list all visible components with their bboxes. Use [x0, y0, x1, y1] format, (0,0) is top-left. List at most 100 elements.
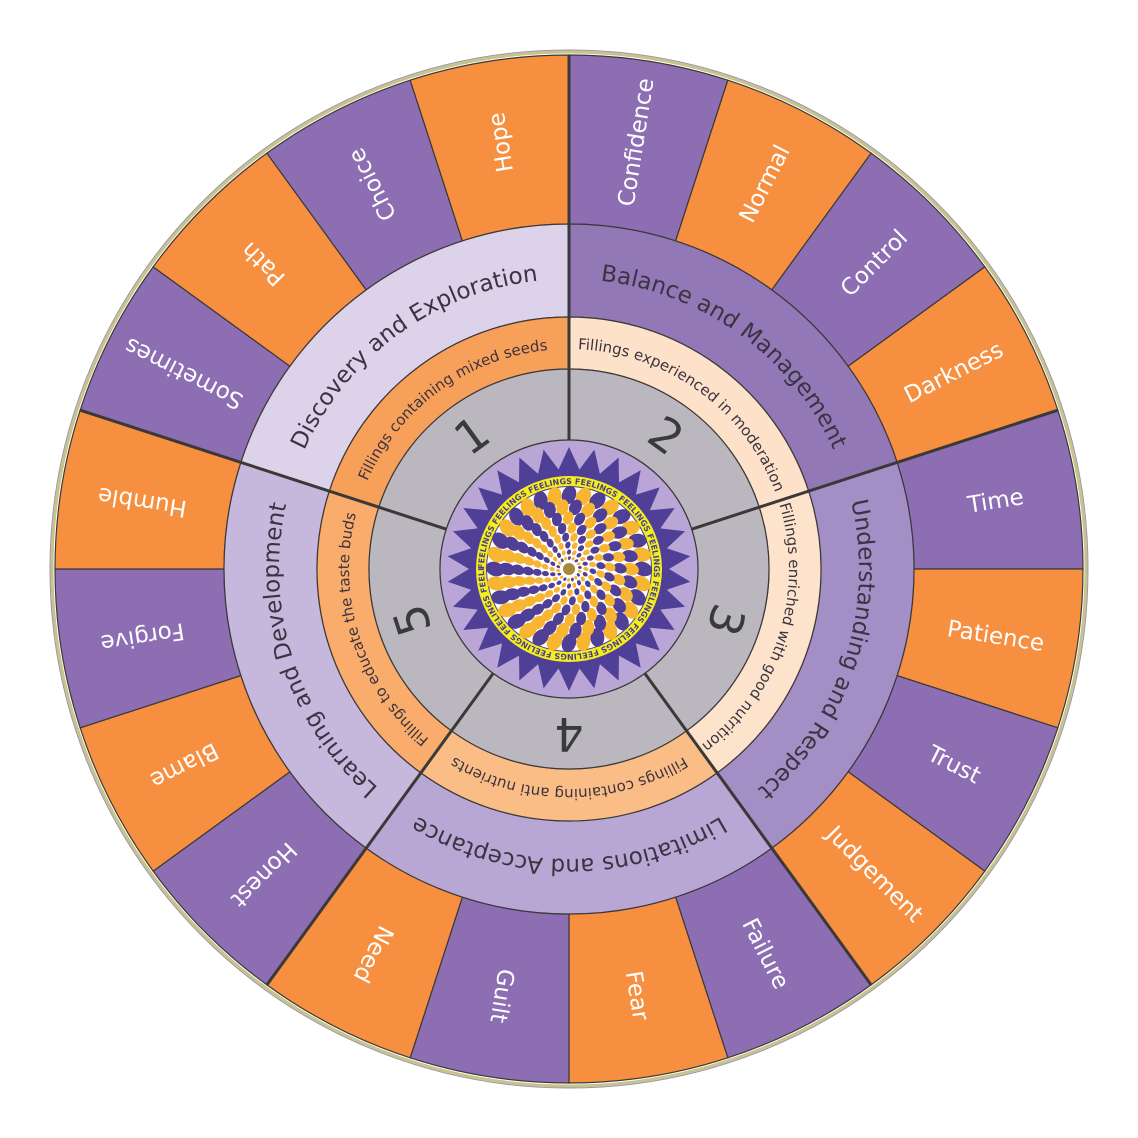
illusion-dot	[633, 561, 653, 577]
illusion-dot	[556, 569, 560, 572]
illusion-dot	[543, 557, 550, 564]
illusion-dot	[574, 512, 586, 526]
illusion-dot	[574, 588, 580, 596]
illusion-dot	[574, 559, 579, 563]
illusion-dot	[524, 576, 536, 585]
outer-border-line	[49, 49, 1089, 1089]
illusion-dot	[544, 590, 554, 598]
illusion-dot	[516, 586, 531, 597]
illusion-dot	[609, 584, 622, 597]
illusion-dot	[552, 612, 564, 626]
illusion-dot	[601, 581, 612, 592]
illusion-dot	[576, 573, 580, 577]
illusion-dot	[548, 582, 556, 589]
illusion-dot	[547, 550, 554, 558]
illusion-dot	[589, 561, 597, 568]
illusion-dot	[567, 589, 573, 597]
illusion-dot	[613, 563, 627, 574]
illusion-dot	[540, 544, 548, 554]
illusion-dot	[593, 523, 607, 535]
illusion-dot	[580, 576, 585, 582]
section-number: 4	[554, 707, 583, 761]
illusion-dot	[581, 600, 590, 613]
illusion-dot	[499, 519, 516, 537]
illusion-dot	[535, 551, 544, 561]
illusion-dot	[492, 532, 510, 549]
illusion-dot	[516, 541, 529, 554]
illusion-dot	[532, 568, 542, 576]
section-divider	[691, 408, 1059, 531]
illusion-dot	[622, 601, 639, 619]
illusion-dot	[547, 487, 562, 506]
illusion-dot	[533, 491, 548, 511]
illusion-dot	[596, 562, 606, 570]
illusion-dot	[566, 549, 572, 555]
illusion-dot	[543, 501, 556, 519]
illusion-dot	[590, 627, 605, 647]
illusion-dot	[589, 568, 597, 575]
illusion-dot	[632, 575, 651, 592]
illusion-dot	[576, 524, 587, 536]
illusion-dot	[499, 562, 515, 576]
illusion-dot	[522, 566, 534, 576]
illusion-dot	[576, 562, 581, 566]
illusion-dot	[551, 512, 562, 527]
illusion-dot	[563, 577, 567, 581]
illusion-dot	[581, 502, 596, 518]
illusion-dot	[571, 603, 581, 616]
illusion-dot	[580, 556, 586, 562]
illusion-dot	[617, 537, 634, 550]
illusion-dot	[578, 566, 582, 569]
illusion-dot	[568, 596, 576, 606]
illusion-dot	[534, 593, 546, 603]
illusion-dot	[596, 589, 606, 600]
illusion-dot	[613, 612, 629, 631]
illusion-dot	[566, 583, 572, 589]
illusion-dot	[561, 485, 577, 505]
illusion-dot	[571, 542, 578, 549]
illusion-dot	[563, 511, 574, 525]
illusion-dot	[576, 553, 582, 558]
illusion-dot	[511, 564, 525, 575]
illusion-dot	[569, 622, 582, 639]
illusion-dot	[526, 546, 537, 557]
illusion-dot	[500, 549, 516, 563]
illusion-dot	[553, 586, 561, 593]
illusion-dot	[558, 542, 564, 550]
illusion-dot	[500, 575, 517, 588]
illusion-dot	[561, 582, 567, 588]
illusion-dot	[510, 599, 527, 612]
illusion-dot	[561, 633, 577, 653]
illusion-dot	[564, 556, 568, 561]
illusion-dot	[589, 596, 599, 608]
illusion-dot	[602, 553, 614, 562]
illusion-dot	[618, 587, 633, 602]
illusion-dot	[551, 602, 562, 614]
illusion-dot	[512, 525, 526, 541]
illusion-dot	[570, 533, 578, 542]
illusion-dot	[571, 550, 577, 556]
illusion-dot	[554, 534, 561, 544]
illusion-dot	[504, 588, 521, 601]
illusion-dot	[596, 601, 607, 615]
illusion-dot	[521, 515, 534, 531]
illusion-dot	[611, 526, 628, 539]
illusion-dot	[523, 531, 535, 545]
illusion-dot	[594, 577, 603, 587]
illusion-dot	[531, 507, 545, 524]
illusion-dot	[592, 535, 604, 545]
illusion-dot	[607, 541, 622, 552]
illusion-dot	[539, 530, 549, 542]
illusion-dot	[572, 582, 577, 588]
illusion-dot	[556, 580, 562, 585]
illusion-dot	[567, 556, 571, 560]
illusion-dot	[577, 594, 584, 604]
illusion-dot	[577, 535, 587, 544]
illusion-dot	[556, 622, 569, 639]
illusion-dot	[531, 523, 542, 537]
illusion-dot	[556, 552, 562, 558]
illusion-dot	[546, 538, 554, 548]
illusion-dot	[577, 569, 582, 573]
illusion-dot	[612, 597, 626, 613]
